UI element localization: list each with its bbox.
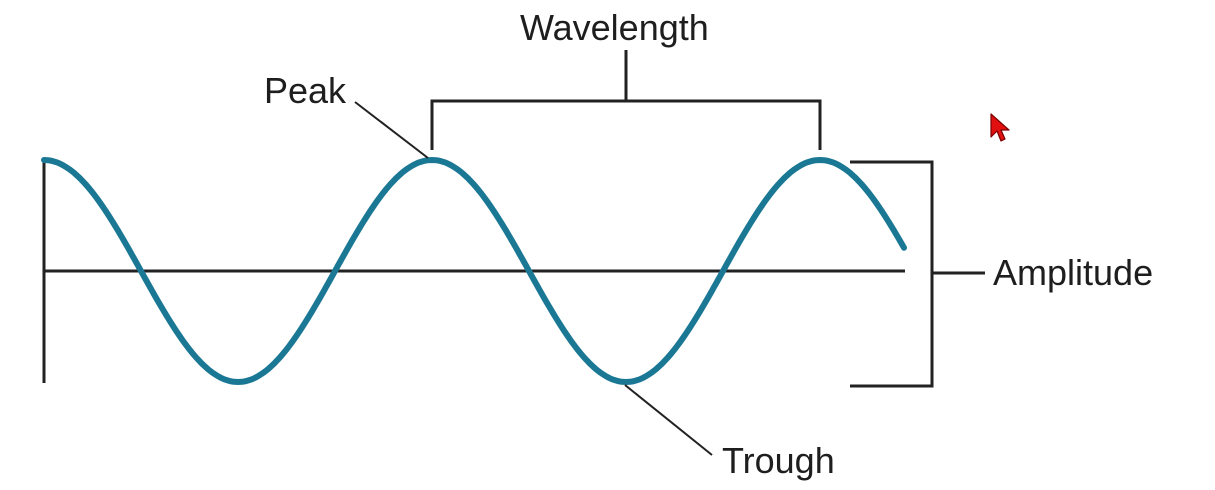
wavelength-bracket: [430, 50, 822, 150]
trough-leader-line: [624, 384, 713, 456]
peak-label: Peak: [264, 70, 347, 111]
sine-wave: [41, 156, 907, 386]
trough-label: Trough: [722, 440, 835, 481]
mouse-pointer-icon: [990, 113, 1010, 142]
amplitude-bracket: [850, 160, 985, 388]
peak-leader-line: [354, 101, 429, 159]
amplitude-label: Amplitude: [993, 252, 1154, 293]
wavelength-label: Wavelength: [520, 7, 709, 48]
